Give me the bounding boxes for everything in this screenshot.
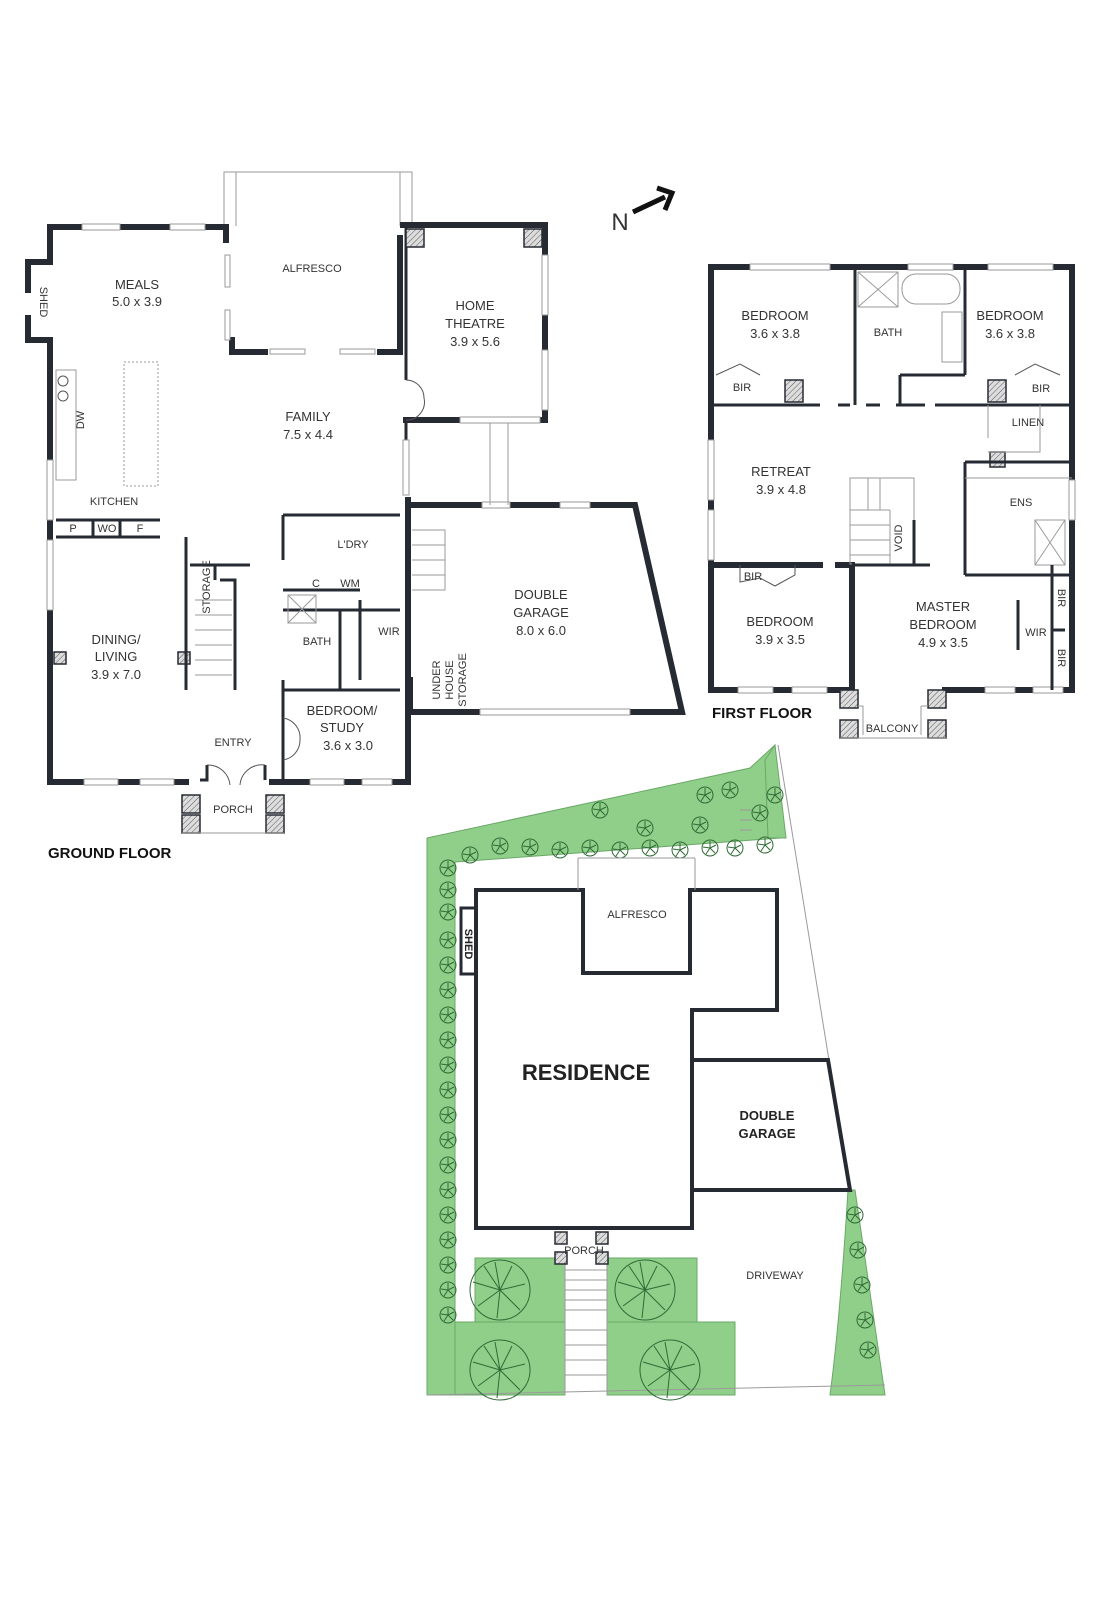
fridge-label: F [137,523,144,535]
room-bath-ff-name: BATH [874,327,903,339]
garage-footprint [690,1058,853,1192]
room-entry-name: ENTRY [214,737,252,749]
room-meals-name: MEALS [115,277,159,292]
room-dining-name2: LIVING [95,649,138,664]
storage-under-l1: UNDER [431,660,443,699]
wir-ff-label: WIR [1025,627,1046,639]
room-family-size: 7.5 x 4.4 [283,427,333,442]
site-residence-label: RESIDENCE [522,1060,650,1085]
site-garage-label1: DOUBLE [740,1108,795,1123]
ground-floor-labels: MEALS 5.0 x 3.9 ALFRESCO HOME THEATRE 3.… [37,263,569,862]
site-shed-label: SHED [462,929,474,960]
room-theatre-size: 3.9 x 5.6 [450,334,500,349]
bir-m2-label: BIR [1055,649,1067,667]
room-master-name2: BEDROOM [909,617,976,632]
cupboard-label: C [312,578,320,590]
room-dining-name1: DINING/ [91,632,141,647]
room-study-size: 3.6 x 3.0 [323,738,373,753]
north-compass: N [611,185,676,236]
pantry-label: P [69,523,76,535]
room-garage-size: 8.0 x 6.0 [516,623,566,638]
room-garage-name1: DOUBLE [514,587,568,602]
ground-floor-title: GROUND FLOOR [48,845,171,862]
room-bedroom-ne-name: BEDROOM [976,308,1043,323]
room-study-name2: STUDY [320,720,364,735]
room-kitchen-name: KITCHEN [90,496,138,508]
room-theatre-name2: THEATRE [445,316,505,331]
garden-street-right [606,1321,736,1396]
room-master-size: 4.9 x 3.5 [918,635,968,650]
bir-sw-label: BIR [744,571,762,583]
room-bedroom-sw-name: BEDROOM [746,614,813,629]
ground-floor-plan [25,171,686,834]
residence-footprint [474,888,779,1230]
room-storage-name: STORAGE [201,560,213,614]
room-theatre-name1: HOME [456,298,495,313]
wall-oven-label: WO [98,523,117,535]
room-bath-name: BATH [303,636,332,648]
room-bedroom-nw-size: 3.6 x 3.8 [750,326,800,341]
room-bedroom-ne-size: 3.6 x 3.8 [985,326,1035,341]
site-driveway-label: DRIVEWAY [746,1270,804,1282]
room-meals-size: 5.0 x 3.9 [112,294,162,309]
room-family-name: FAMILY [285,409,331,424]
site-garage-label2: GARAGE [738,1126,795,1141]
dishwasher-label: DW [75,410,87,429]
room-study-name1: BEDROOM/ [307,703,378,718]
room-garage-name2: GARAGE [513,605,569,620]
room-ensuite-name: ENS [1010,497,1033,509]
room-dining-size: 3.9 x 7.0 [91,667,141,682]
bir-ne-label: BIR [1032,383,1050,395]
first-floor-labels: BEDROOM 3.6 x 3.8 BATH BEDROOM 3.6 x 3.8… [712,308,1067,735]
north-arrow-icon [631,194,667,215]
room-shed-name: SHED [37,287,49,318]
site-plan [426,743,886,1401]
garden-east-strip [829,1189,886,1396]
room-retreat-size: 3.9 x 4.8 [756,482,806,497]
room-bedroom-sw-size: 3.9 x 3.5 [755,632,805,647]
site-porch-label: PORCH [564,1245,604,1257]
site-alfresco-label: ALFRESCO [607,909,667,921]
first-floor-title: FIRST FLOOR [712,705,812,722]
linen-label: LINEN [1012,417,1044,429]
first-floor-plan [707,263,1076,739]
room-bedroom-nw-name: BEDROOM [741,308,808,323]
room-retreat-name: RETREAT [751,464,811,479]
garden-street-left [454,1321,566,1396]
site-plan-labels: RESIDENCE ALFRESCO SHED DOUBLE GARAGE PO… [462,909,804,1282]
storage-under-l3: STORAGE [457,653,469,707]
north-label: N [611,209,628,236]
room-master-name1: MASTER [916,599,970,614]
room-porch-name: PORCH [213,804,253,816]
room-wir-name: WIR [378,626,399,638]
bir-m1-label: BIR [1055,589,1067,607]
bir-nw-label: BIR [733,382,751,394]
room-laundry-name: L'DRY [337,539,369,551]
room-alfresco-name: ALFRESCO [282,263,342,275]
storage-under-l2: HOUSE [444,660,456,699]
void-label: VOID [893,525,905,552]
balcony-label: BALCONY [866,723,919,735]
washing-machine-label: WM [340,578,360,590]
